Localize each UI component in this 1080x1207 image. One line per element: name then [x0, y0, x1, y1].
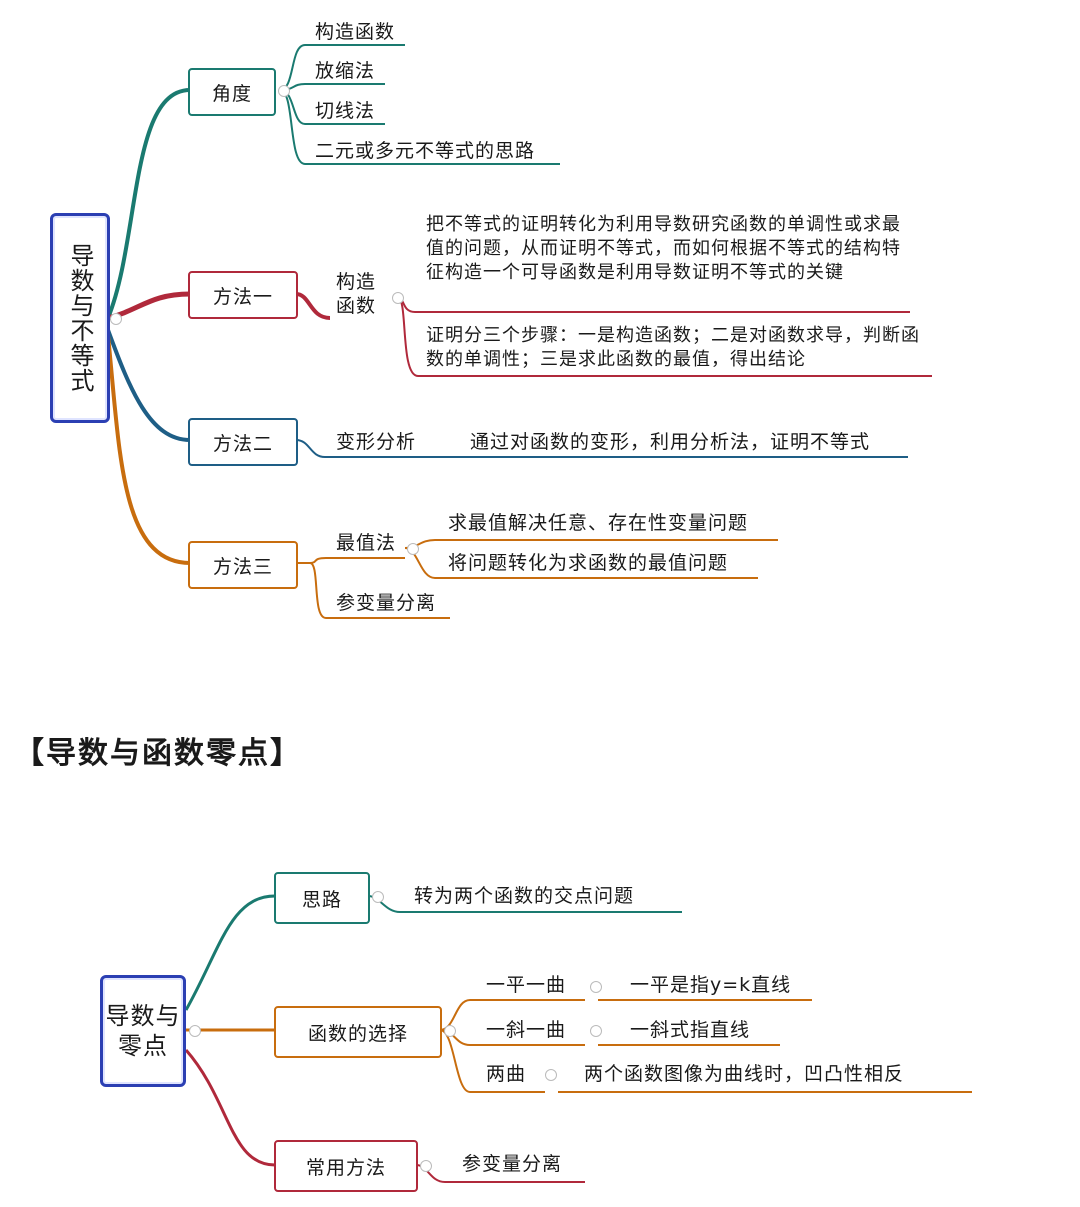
root-node-zero-point[interactable]: 导数与零点: [100, 975, 186, 1087]
leaf-construct-function: 构造函数: [315, 21, 396, 43]
leaf-tangent-method: 切线法: [315, 100, 376, 122]
sub-extreme-value: 最值法: [336, 532, 397, 554]
leaf-slant-curve: 一斜一曲: [486, 1019, 567, 1041]
node-method-three[interactable]: 方法三: [188, 541, 298, 589]
leaf-convert-to-extreme: 将问题转化为求函数的最值问题: [448, 552, 729, 574]
node-common-methods[interactable]: 常用方法: [274, 1140, 418, 1192]
desc-method-one-1: 把不等式的证明转化为利用导数研究函数的单调性或求最值的问题，从而证明不等式，而如…: [426, 214, 901, 283]
collapse-toggle-icon[interactable]: [444, 1025, 456, 1037]
desc-method-two: 通过对函数的变形，利用分析法，证明不等式: [470, 431, 871, 453]
collapse-toggle-icon[interactable]: [392, 292, 404, 304]
desc-flat-curve: 一平是指y=k直线: [630, 974, 792, 996]
node-approach[interactable]: 思路: [274, 872, 370, 924]
collapse-toggle-icon[interactable]: [590, 1025, 602, 1037]
desc-slant-curve: 一斜式指直线: [630, 1019, 751, 1041]
collapse-toggle-icon[interactable]: [407, 543, 419, 555]
desc-two-curves: 两个函数图像为曲线时，凹凸性相反: [584, 1063, 905, 1085]
leaf-flat-curve: 一平一曲: [486, 974, 567, 996]
leaf-multivariate-inequality: 二元或多元不等式的思路: [315, 140, 536, 162]
desc-method-one-2: 证明分三个步骤：一是构造函数；二是对函数求导，判断函数的单调性；三是求此函数的最…: [426, 325, 920, 370]
leaf-any-exist-problem: 求最值解决任意、存在性变量问题: [448, 512, 749, 534]
node-method-one[interactable]: 方法一: [188, 271, 298, 319]
collapse-toggle-icon[interactable]: [110, 313, 122, 325]
leaf-two-curves: 两曲: [486, 1063, 527, 1085]
collapse-toggle-icon[interactable]: [590, 981, 602, 993]
leaf-scaling-method: 放缩法: [315, 60, 376, 82]
sub-construct-function: 构造函数: [336, 271, 377, 317]
node-function-choice[interactable]: 函数的选择: [274, 1006, 442, 1058]
sub-parameter-separation: 参变量分离: [336, 592, 437, 614]
node-angle[interactable]: 角度: [188, 68, 276, 116]
root-node-inequality[interactable]: 导数与不等式: [50, 213, 110, 423]
node-method-two[interactable]: 方法二: [188, 418, 298, 466]
collapse-toggle-icon[interactable]: [189, 1025, 201, 1037]
collapse-toggle-icon[interactable]: [372, 891, 384, 903]
collapse-toggle-icon[interactable]: [545, 1069, 557, 1081]
collapse-toggle-icon[interactable]: [420, 1160, 432, 1172]
sub-transform-analysis: 变形分析: [336, 431, 417, 453]
section-heading: 【导数与函数零点】: [14, 736, 302, 771]
leaf-parameter-separation: 参变量分离: [462, 1153, 563, 1175]
collapse-toggle-icon[interactable]: [278, 85, 290, 97]
leaf-intersection-problem: 转为两个函数的交点问题: [414, 885, 635, 907]
